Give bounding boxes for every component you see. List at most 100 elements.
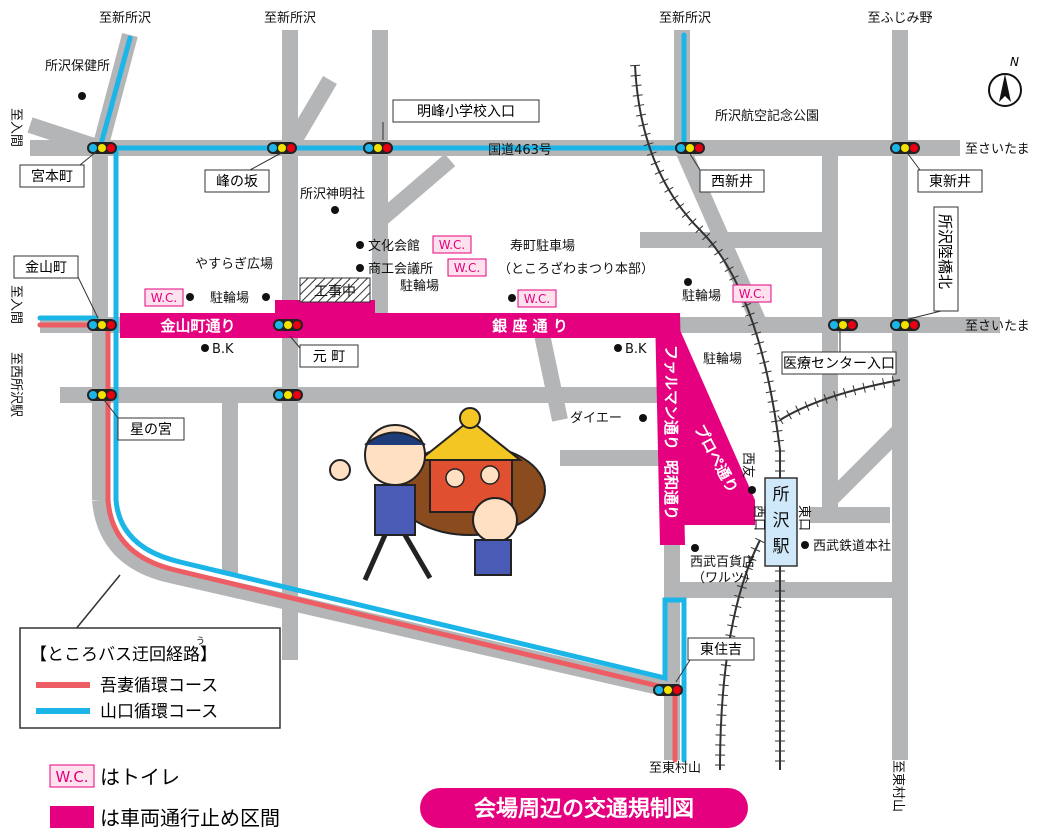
place-shinmeisha: 所沢神明社 xyxy=(300,186,365,202)
box-higashiarai xyxy=(917,169,983,193)
dir-saitama-2: 至さいたま xyxy=(965,319,1030,334)
legend-pointer xyxy=(74,574,121,631)
poi-dot-bk1 xyxy=(201,344,209,352)
poi-dot-shinmei xyxy=(331,206,339,214)
place-hokenjo: 所沢保健所 xyxy=(45,59,110,74)
place-yasuragi: やすらぎ広場 xyxy=(195,257,273,272)
intersection-labels: 宮本町 峰の坂 明峰小学校入口 西新井 東新井 金山町 元 町 星の宮 所沢陸橋… xyxy=(13,99,983,683)
signals xyxy=(87,142,920,696)
place-honbu: （ところざわまつり本部） xyxy=(498,261,654,277)
poi-dot-shoko xyxy=(356,264,364,272)
poi-dot-seibu-dept xyxy=(691,544,699,552)
place-chusha-east: 駐輪場 xyxy=(682,288,721,304)
legend-ruby: う xyxy=(196,636,205,647)
road-name-kanayamacho: 金山町通り xyxy=(159,317,235,335)
pointer-higashiarai xyxy=(907,153,921,171)
pointer-hoshinomiya xyxy=(103,399,119,419)
place-higashiguchi: 東口 xyxy=(796,505,812,531)
yamaguchi-south xyxy=(113,497,687,763)
map-key: W.C. はトイレ は車両通行止め区間 xyxy=(49,764,280,830)
road-shinmei-diag xyxy=(283,75,337,153)
tokorozawa-station xyxy=(764,477,798,567)
poi-dot-chusha-east xyxy=(684,278,692,286)
intersection-rikkyo: 所沢陸橋北 xyxy=(936,214,954,289)
place-kotobuki: 寿町駐車場 xyxy=(510,239,575,254)
key-closed-box xyxy=(50,806,94,828)
pointer-kanayamacho xyxy=(77,276,99,319)
pointer-miyamotocho xyxy=(79,151,97,166)
key-closed: は車両通行止め区間 xyxy=(100,806,280,830)
place-nishiguchi: 西口 xyxy=(751,505,766,531)
legend-agatsuma: 吾妻循環コース xyxy=(100,676,218,696)
intersection-kanayamacho: 金山町 xyxy=(25,260,67,276)
traffic-signal-icon xyxy=(87,142,117,154)
closed-ginza xyxy=(120,313,680,338)
place-seibu-dept: 西武百貨店 xyxy=(690,554,755,570)
wc-kotobuki xyxy=(517,289,557,308)
poi-dot-seiyu xyxy=(748,486,756,494)
box-miyamotocho xyxy=(19,164,85,188)
pointer-nishiarai xyxy=(689,153,701,171)
place-daiei: ダイエー xyxy=(570,411,622,426)
direction-labels: 至新所沢 至新所沢 至新所沢 至ふじみ野 至さいたま 至さいたま 至東村山 至東… xyxy=(8,10,1030,812)
traffic-signal-icon xyxy=(87,389,117,401)
closed-prope xyxy=(665,330,755,525)
road-southwest-curve xyxy=(92,499,674,698)
poi-dot-bunka xyxy=(356,241,364,249)
box-nishiarai xyxy=(699,169,765,193)
box-kanayamacho xyxy=(13,255,79,279)
intersection-nishiarai: 西新井 xyxy=(711,174,753,190)
agatsuma-south xyxy=(105,497,678,763)
station-label-2: 沢 xyxy=(773,511,790,531)
rail-ties-2 xyxy=(777,375,901,425)
place-warutsu: （ワルツ） xyxy=(692,571,757,586)
title-banner: 会場周辺の交通規制図 xyxy=(420,788,748,828)
dir-higashimurayama-2: 至東村山 xyxy=(890,760,906,812)
box-minenosaka xyxy=(204,169,270,193)
key-toilet: はトイレ xyxy=(100,765,180,789)
intersection-iryo: 医療センター入口 xyxy=(783,355,895,372)
place-nishitomo: 西友 xyxy=(740,452,756,478)
construction-zone xyxy=(299,277,371,303)
road-name-farmer: ファルマン通り xyxy=(662,345,680,450)
traffic-signal-icon xyxy=(828,319,858,331)
dir-higashimurayama-1: 至東村山 xyxy=(649,760,701,776)
dir-top-4: 至ふじみ野 xyxy=(867,11,932,26)
station-label-1: 所 xyxy=(773,485,790,505)
compass-icon: N xyxy=(988,55,1022,107)
poi-dot-bk2 xyxy=(614,344,622,352)
road-daiei-diag xyxy=(532,323,568,422)
key-wc-box xyxy=(49,764,95,788)
place-seibu-hq: 西武鉄道本社 xyxy=(813,538,891,554)
map-title: 会場周辺の交通規制図 xyxy=(474,796,694,822)
road-east-diag xyxy=(824,424,906,506)
intersection-higashisumiyoshi: 東住吉 xyxy=(700,642,742,658)
closed-motomachi-notch xyxy=(275,300,375,315)
dir-top-2: 至新所沢 xyxy=(264,10,316,26)
construction-label: 工事中 xyxy=(314,284,356,300)
road-iruma-upper xyxy=(27,117,103,156)
intersection-meiho: 明峰小学校入口 xyxy=(417,103,515,120)
road-name-ginza: 銀 座 通 り xyxy=(492,317,568,335)
place-chusha-shoko: 駐輪場 xyxy=(400,278,439,294)
wc-text-kotobuki: W.C. xyxy=(524,292,551,306)
dir-iruma-1: 至入間 xyxy=(8,108,23,147)
yamaguchi-north xyxy=(96,32,687,151)
wc-text-bunka: W.C. xyxy=(439,238,466,252)
key-wc-text: W.C. xyxy=(55,768,88,786)
dir-top-1: 至新所沢 xyxy=(99,10,151,26)
closed-roads xyxy=(120,300,755,545)
intersection-motomachi: 元 町 xyxy=(313,349,345,365)
intersection-higashiarai: 東新井 xyxy=(929,174,971,190)
box-rikkyo xyxy=(933,206,959,312)
road-name-showa: 昭和通り xyxy=(662,460,680,520)
traffic-signal-icon xyxy=(87,319,117,331)
station-label-3: 駅 xyxy=(773,537,790,557)
box-hoshinomiya xyxy=(117,417,185,441)
wc-text-shoko: W.C. xyxy=(454,261,481,275)
legend-title: 【ところバス迂回経路】 xyxy=(30,645,217,665)
dir-saitama-1: 至さいたま xyxy=(965,142,1030,157)
poi-dot-daiei xyxy=(639,414,647,422)
